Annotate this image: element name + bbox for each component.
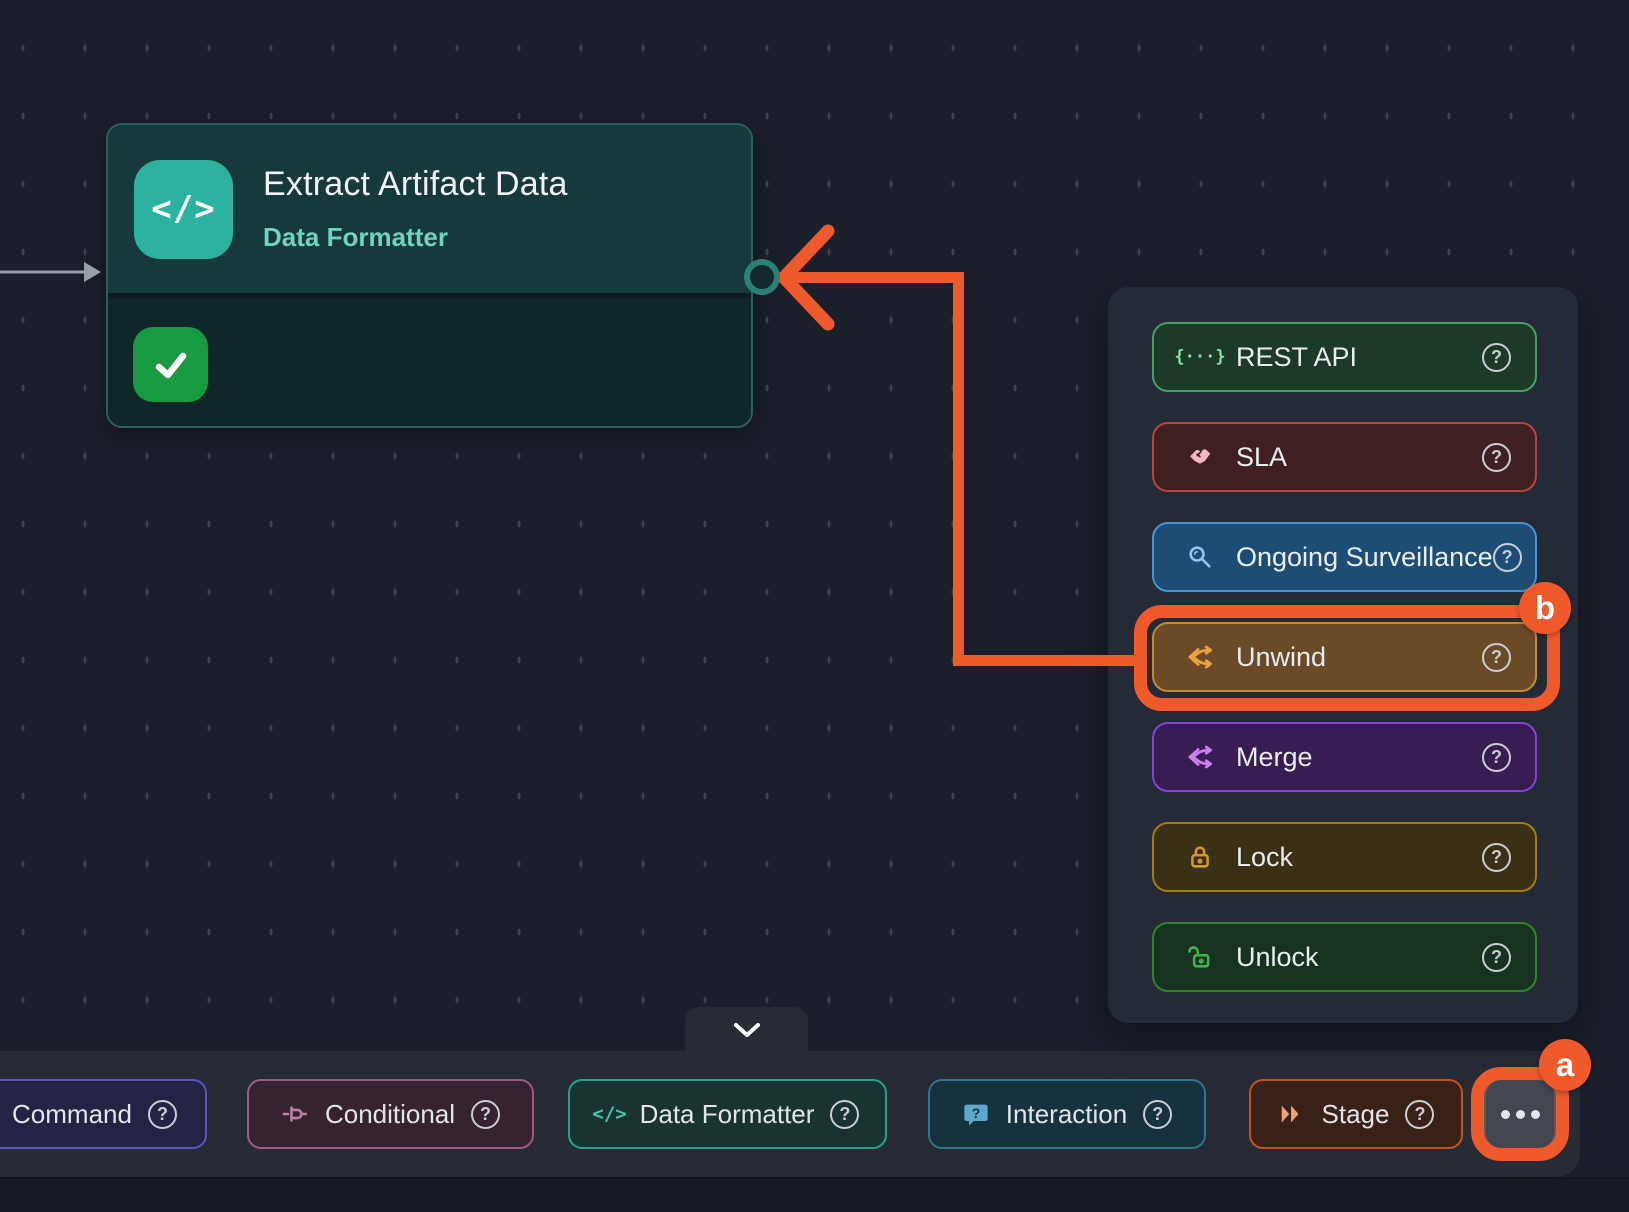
check-icon	[133, 327, 208, 402]
help-icon[interactable]: ?	[1482, 942, 1511, 972]
help-icon[interactable]: ?	[830, 1099, 860, 1129]
menu-item-label: Ongoing Surveillance	[1236, 541, 1493, 572]
callout-badge-b: b	[1519, 582, 1571, 634]
toolbar-collapse-tab[interactable]	[685, 1007, 808, 1053]
node-footer	[108, 298, 751, 426]
lock-icon	[1182, 842, 1218, 872]
node-header: </> Extract Artifact Data Data Formatter	[108, 125, 751, 298]
toolbar-item-label: Data Formatter	[639, 1098, 815, 1129]
toolbar-item-label: Command	[12, 1098, 132, 1129]
help-icon[interactable]: ?	[147, 1099, 177, 1129]
merge-icon	[1182, 742, 1218, 772]
incoming-edge-arrow	[0, 262, 101, 282]
ellipsis-icon	[1500, 1109, 1510, 1119]
braces-icon: {···}	[1174, 347, 1226, 367]
node-output-port[interactable]	[744, 259, 780, 295]
chevrons-icon	[1278, 1100, 1306, 1128]
toolbar-item-data-formatter[interactable]: </> Data Formatter ?	[568, 1079, 887, 1149]
code-icon: </>	[134, 159, 233, 259]
svg-text:?: ?	[972, 1105, 981, 1121]
unlock-icon	[1182, 942, 1218, 972]
help-icon[interactable]: ?	[1482, 742, 1511, 772]
menu-item-unwind[interactable]: Unwind ?	[1134, 605, 1560, 711]
callout-badge-a: a	[1539, 1039, 1591, 1091]
toolbar-item-interaction[interactable]: ? Interaction ?	[928, 1079, 1206, 1149]
help-icon[interactable]: ?	[1482, 842, 1511, 872]
menu-item-label: Unlock	[1236, 941, 1319, 972]
node-palette-toolbar: >_ Command ? Conditional ? </> Data Form…	[0, 1051, 1580, 1177]
help-icon[interactable]: ?	[1492, 542, 1522, 572]
menu-item-label: Unwind	[1236, 641, 1327, 672]
menu-item-label: Merge	[1236, 741, 1313, 772]
toolbar-item-label: Conditional	[324, 1098, 456, 1129]
menu-item-label: Lock	[1236, 841, 1294, 872]
bubble-icon: ?	[962, 1100, 990, 1128]
help-icon[interactable]: ?	[1482, 442, 1511, 472]
menu-item-label: SLA	[1236, 441, 1288, 472]
toolbar-item-conditional[interactable]: Conditional ?	[247, 1079, 534, 1149]
magnifier-icon	[1182, 542, 1218, 572]
menu-item-merge[interactable]: Merge ?	[1152, 722, 1537, 792]
plug-icon	[281, 1100, 309, 1128]
more-options-button[interactable]	[1484, 1078, 1556, 1150]
code-icon-glyph: </>	[151, 189, 216, 229]
toolbar-item-label: Interaction	[1005, 1098, 1128, 1129]
bottom-status-strip	[0, 1177, 1629, 1212]
help-icon[interactable]: ?	[1482, 342, 1511, 372]
handshake-icon	[1182, 442, 1218, 472]
chevron-down-icon	[733, 1023, 760, 1037]
help-icon[interactable]: ?	[1405, 1099, 1435, 1129]
help-icon[interactable]: ?	[1482, 642, 1511, 672]
node-subtitle: Data Formatter	[263, 222, 448, 252]
menu-item-sla[interactable]: SLA ?	[1152, 422, 1537, 492]
code-icon: </>	[592, 1103, 627, 1125]
split-icon	[1182, 642, 1218, 672]
toolbar-item-label: Stage	[1321, 1098, 1390, 1129]
callout-arrow	[777, 224, 1140, 666]
workflow-node-extract-artifact-data[interactable]: </> Extract Artifact Data Data Formatter	[106, 123, 753, 428]
help-icon[interactable]: ?	[471, 1099, 501, 1129]
menu-item-unlock[interactable]: Unlock ?	[1152, 922, 1537, 992]
toolbar-item-command[interactable]: >_ Command ?	[0, 1079, 207, 1149]
help-icon[interactable]: ?	[1143, 1099, 1173, 1129]
menu-item-rest-api[interactable]: {···} REST API ?	[1152, 322, 1537, 392]
node-title: Extract Artifact Data	[263, 165, 568, 203]
menu-item-label: REST API	[1236, 341, 1358, 372]
menu-item-lock[interactable]: Lock ?	[1152, 822, 1537, 892]
action-picker-panel: {···} REST API ? SLA ? Ongoing Surveilla…	[1108, 287, 1578, 1023]
toolbar-item-stage[interactable]: Stage ?	[1249, 1079, 1463, 1149]
menu-item-ongoing-surveillance[interactable]: Ongoing Surveillance ?	[1152, 522, 1537, 592]
